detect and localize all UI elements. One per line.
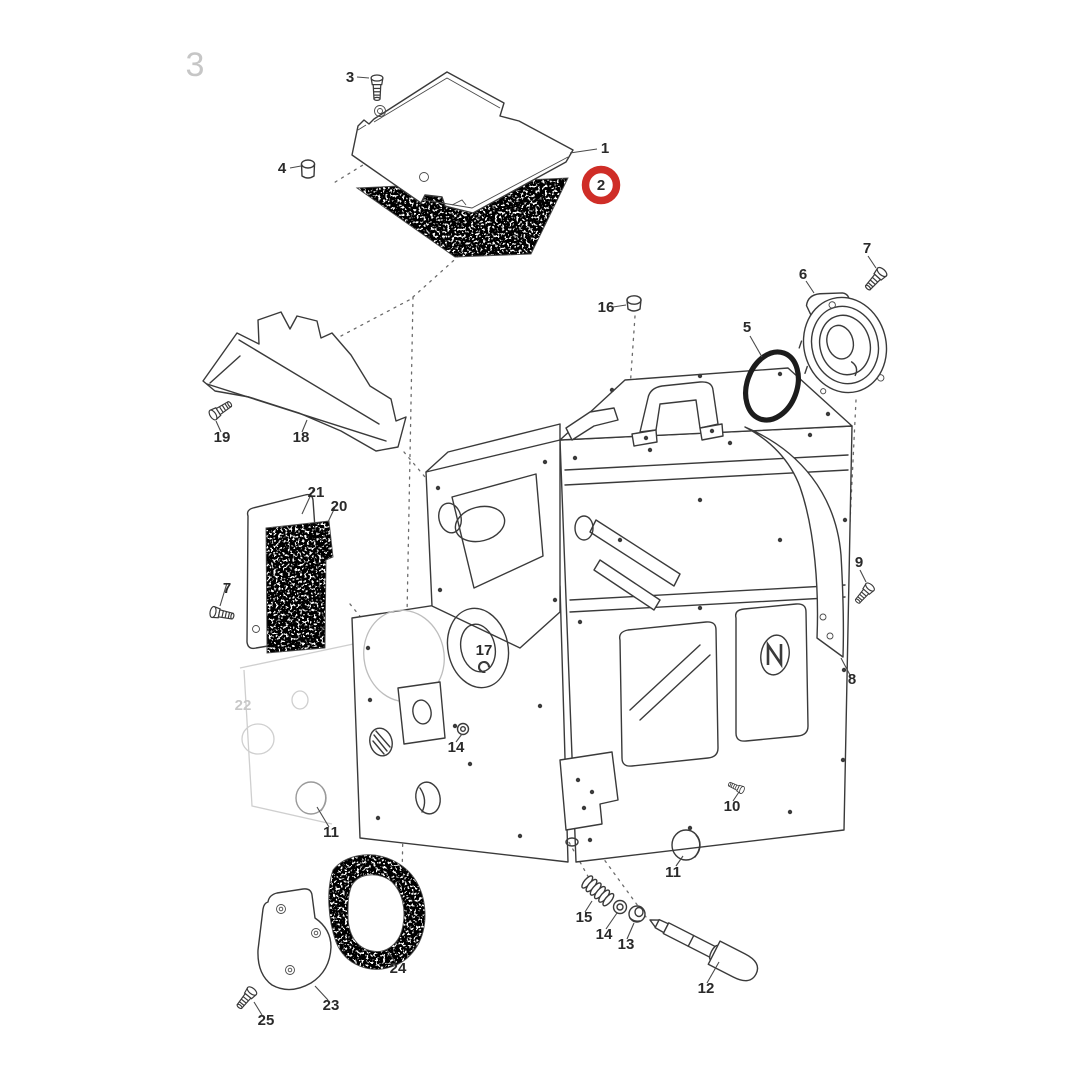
callout-11-left: 11: [323, 824, 339, 841]
main-housing: [351, 367, 853, 863]
callout-18: 18: [293, 429, 310, 446]
callout-6: 6: [799, 266, 807, 283]
callout-21: 21: [308, 484, 325, 501]
callout-9: 9: [855, 554, 863, 571]
callout-leader-lines: [215, 76, 877, 1016]
callout-10: 10: [724, 798, 741, 815]
detent-ball-13: [628, 905, 646, 923]
callout-12: 12: [698, 980, 715, 997]
cup-plug-11-left: [295, 781, 327, 815]
page-number: 3: [186, 46, 205, 84]
callout-1: 1: [601, 140, 609, 157]
callout-3: 3: [346, 69, 354, 86]
shield-plate-8: [744, 426, 845, 658]
washer-14-left: [456, 722, 470, 736]
snap-ring-17: [477, 660, 491, 674]
part-1-cover-plate: [351, 71, 574, 214]
callout-14-lower: 14: [596, 926, 613, 943]
callout-5: 5: [743, 319, 751, 336]
bearing-cover-6: [798, 292, 888, 395]
callout-2: 2: [597, 177, 605, 194]
plug-4: [300, 159, 316, 179]
callout-13: 13: [618, 936, 635, 953]
callout-7-left: 7: [223, 580, 231, 597]
bolt-3: [370, 74, 384, 102]
gasket-24: [328, 854, 426, 970]
callout-16: 16: [598, 299, 615, 316]
callout-25: 25: [258, 1012, 275, 1029]
spring-15: [581, 875, 615, 907]
callout-8: 8: [848, 671, 856, 688]
callout-17: 17: [476, 642, 493, 659]
cover-plate-23: [257, 888, 332, 991]
callout-4: 4: [278, 160, 287, 177]
callout-15: 15: [576, 909, 593, 926]
callout-14-left: 14: [448, 739, 465, 756]
callout-labels: 3 1 2 3 4 5 6 7 7 8 9 10 11 11 12 13 14 …: [186, 46, 872, 1029]
callout-11-right: 11: [665, 864, 681, 881]
o-ring-5: [743, 349, 801, 423]
ghost-part-22: [239, 642, 359, 825]
heat-shield-18: [202, 311, 407, 452]
washer-14-lower: [612, 899, 628, 915]
bolt-19: [206, 398, 235, 422]
callout-24: 24: [390, 960, 407, 977]
cup-plug-11-right: [671, 829, 701, 861]
bolt-9: [852, 580, 877, 607]
callout-22-faded: 22: [235, 697, 252, 714]
callout-23: 23: [323, 997, 340, 1014]
highlight-circle: [581, 165, 621, 205]
bolt-7-upper: [862, 265, 890, 294]
plug-16: [626, 295, 642, 312]
callout-7-upper: 7: [863, 240, 871, 257]
bolt-7-left: [208, 605, 236, 623]
callout-20: 20: [331, 498, 348, 515]
callout-19: 19: [214, 429, 231, 446]
shaft-12: [649, 918, 759, 982]
bolt-25: [233, 984, 259, 1012]
red-highlight-ring: [581, 165, 621, 205]
filter-pad-20: [265, 520, 334, 654]
